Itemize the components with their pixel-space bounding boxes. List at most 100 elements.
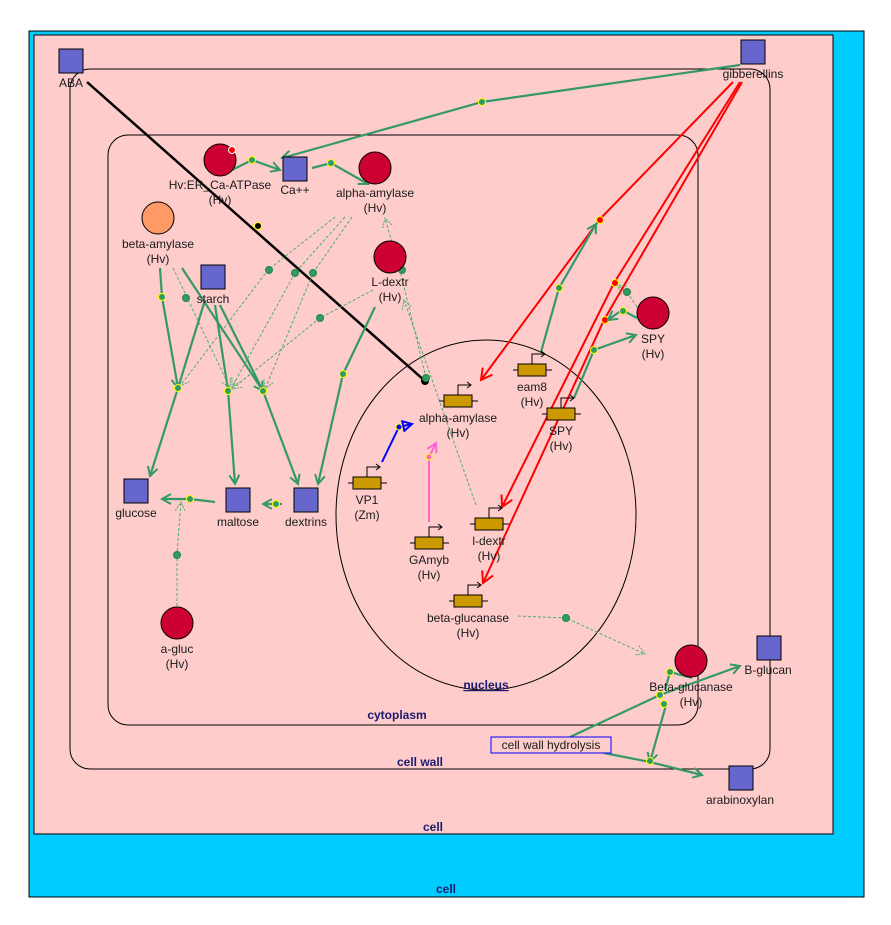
eam8-gene-glyph[interactable]	[517, 363, 547, 377]
vp1-gene-glyph[interactable]	[352, 476, 382, 490]
modifier-nodes	[173, 266, 631, 622]
a-gluc-glyph[interactable]	[160, 606, 194, 640]
starch-glyph[interactable]	[200, 264, 226, 290]
protein-alpha-amylase[interactable]: alpha-amylase (Hv)	[336, 151, 414, 215]
reaction-node[interactable]	[666, 668, 674, 676]
l-dextr-name: L-dextr	[371, 275, 408, 289]
modifier-node[interactable]	[562, 614, 570, 622]
beta-amylase-glyph[interactable]	[141, 201, 175, 235]
node-c-to-dextrins[interactable]	[261, 390, 298, 484]
beta-glucanase-gene-to-protein[interactable]	[517, 615, 646, 656]
protein-beta-glucanase[interactable]: Beta-glucanase (Hv)	[649, 644, 733, 709]
modifier-node[interactable]	[265, 266, 273, 274]
reaction-node[interactable]	[224, 387, 232, 395]
modifier-node[interactable]	[316, 314, 324, 322]
spy-gene-glyph[interactable]	[546, 407, 576, 421]
reaction-node[interactable]	[660, 700, 668, 708]
protein-er-ca-atpase[interactable]: Hv:ER_Ca-ATPase (Hv)	[169, 143, 272, 207]
b-glucan-glyph[interactable]	[756, 635, 782, 661]
vp1-gene-name: VP1	[356, 493, 379, 507]
modifier-node[interactable]	[309, 269, 317, 277]
reaction-node[interactable]	[339, 370, 347, 378]
cell-wall-compartment[interactable]	[69, 68, 771, 770]
er-ca-atpase-state-marker	[228, 146, 236, 154]
dextrins-glyph[interactable]	[293, 487, 319, 513]
spy-dashed-to-node[interactable]	[616, 284, 638, 308]
molecule-aba[interactable]: ABA	[58, 48, 84, 90]
inner-cell-compartment[interactable]	[33, 34, 834, 835]
reaction-node[interactable]	[656, 691, 664, 699]
a-gluc-species: (Hv)	[166, 657, 189, 671]
reaction-node[interactable]	[478, 98, 486, 106]
phenotype-cell-wall-hydrolysis[interactable]: cell wall hydrolysis	[490, 736, 612, 754]
gene-spy[interactable]: SPY (Hv)	[542, 394, 581, 453]
molecule-starch[interactable]: starch	[197, 264, 230, 306]
gene-gamyb[interactable]: GAmyb (Hv)	[409, 523, 449, 582]
reaction-node[interactable]	[555, 284, 563, 292]
protein-l-dextr[interactable]: L-dextr (Hv)	[371, 240, 409, 304]
l-dextr-gene-glyph[interactable]	[474, 517, 504, 531]
reaction-node[interactable]	[327, 159, 335, 167]
gibberellins-glyph[interactable]	[740, 39, 766, 65]
reaction-node[interactable]	[646, 757, 654, 765]
modifier-node[interactable]	[291, 269, 299, 277]
l-dextr-gene-to-protein[interactable]	[401, 299, 477, 506]
alpha-amylase-glyph[interactable]	[358, 151, 392, 185]
molecule-b-glucan[interactable]: B-glucan	[744, 635, 792, 677]
reaction-node[interactable]	[248, 156, 256, 164]
eam8-gene-species: (Hv)	[521, 395, 544, 409]
reaction-node[interactable]	[619, 307, 627, 315]
gene-vp1[interactable]: VP1 (Zm)	[348, 463, 387, 522]
gene-eam8[interactable]: eam8 (Hv)	[513, 350, 552, 409]
molecule-arabinoxylan[interactable]: arabinoxylan	[706, 765, 774, 807]
reaction-node[interactable]	[186, 495, 194, 503]
l-dextr-glyph[interactable]	[373, 240, 407, 274]
molecule-dextrins[interactable]: dextrins	[285, 487, 327, 529]
cell-wall-hydrolysis-box[interactable]	[490, 736, 612, 754]
nucleus-compartment[interactable]	[335, 339, 637, 691]
molecule-gibberellins[interactable]: gibberellins	[723, 39, 784, 81]
alpha-amylase-to-node-c[interactable]	[263, 216, 353, 390]
gene-beta-glucanase[interactable]: beta-glucanase (Hv)	[427, 581, 509, 640]
glucose-glyph[interactable]	[123, 478, 149, 504]
modifier-node[interactable]	[182, 294, 190, 302]
reaction-node[interactable]	[259, 387, 267, 395]
modifier-node[interactable]	[623, 288, 631, 296]
reaction-node[interactable]	[590, 346, 598, 354]
arabinoxylan-glyph[interactable]	[728, 765, 754, 791]
molecule-maltose[interactable]: maltose	[217, 487, 259, 529]
er-ca-atpase-species: (Hv)	[209, 193, 232, 207]
reaction-node[interactable]	[272, 500, 280, 508]
beta-glucanase-gene-glyph[interactable]	[453, 594, 483, 608]
protein-a-gluc[interactable]: a-gluc (Hv)	[160, 606, 194, 671]
molecule-glucose[interactable]: glucose	[115, 478, 157, 520]
protein-beta-amylase[interactable]: beta-amylase (Hv)	[122, 201, 194, 266]
reaction-node[interactable]	[158, 293, 166, 301]
protein-spy[interactable]: SPY (Hv)	[636, 296, 670, 361]
modifier-node[interactable]	[422, 374, 430, 382]
beta-amylase-to-node-b[interactable]	[172, 267, 232, 389]
starch-to-node-c[interactable]	[219, 304, 264, 392]
gamyb-gene-glyph[interactable]	[414, 536, 444, 550]
spy-glyph[interactable]	[636, 296, 670, 330]
alpha-amylase-gene-glyph[interactable]	[443, 394, 473, 408]
reaction-node[interactable]	[174, 384, 182, 392]
er-ca-atpase-glyph[interactable]	[203, 143, 237, 177]
beta-glucanase-to-arabinoxylan-path[interactable]	[650, 704, 668, 762]
molecule-ca[interactable]: Ca++	[280, 156, 310, 197]
gene-l-dextr[interactable]: l-dextr (Hv)	[470, 504, 509, 563]
maltose-glyph[interactable]	[225, 487, 251, 513]
l-dextr-to-node-b[interactable]	[231, 289, 374, 390]
beta-glucanase-glyph[interactable]	[674, 644, 708, 678]
aba-to-alpha-amylase-gene-link[interactable]	[86, 81, 426, 382]
node-a-to-glucose[interactable]	[150, 387, 180, 476]
modifier-node[interactable]	[173, 551, 181, 559]
starch-to-node-a[interactable]	[176, 299, 207, 389]
inner-cell-label: cell	[423, 820, 443, 834]
gene-alpha-amylase[interactable]: alpha-amylase (Hv)	[419, 381, 497, 440]
ca-glyph[interactable]	[282, 156, 308, 182]
cytoplasm-compartment[interactable]	[107, 134, 699, 726]
aba-glyph[interactable]	[58, 48, 84, 74]
dextrins-label: dextrins	[285, 515, 327, 529]
